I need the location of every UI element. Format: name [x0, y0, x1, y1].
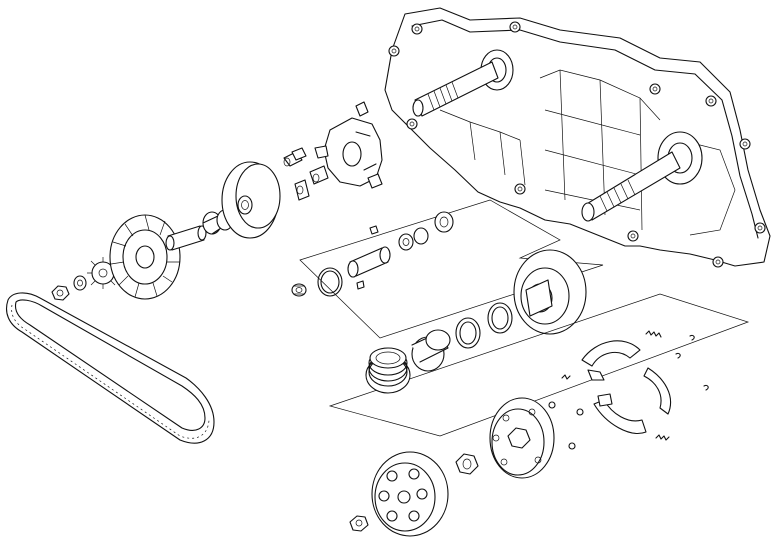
crankcase-cover [384, 7, 771, 268]
shoe-spring-3 [561, 374, 571, 380]
driven-group-outline [299, 199, 604, 339]
clutch-nut [455, 453, 479, 475]
movable-drive-face [221, 161, 281, 239]
front-washer [73, 275, 87, 291]
snap-ring [317, 267, 343, 297]
drive-belt [5, 292, 215, 444]
variator-rollers [283, 147, 329, 201]
clutch-shoe-assembly [455, 330, 709, 479]
clutch-shoe-upper [581, 340, 641, 367]
front-variator-assembly [51, 101, 383, 301]
spring-seat [411, 329, 451, 372]
clutch-shoe-lower [593, 399, 647, 434]
oil-seal [398, 233, 414, 251]
torque-spring [365, 347, 411, 394]
clutch-bell [349, 451, 449, 537]
driven-face [513, 249, 587, 335]
front-nut [51, 285, 70, 301]
driven-pulley-group [291, 199, 604, 339]
guide-sleeve [347, 246, 391, 278]
clip-1 [689, 334, 695, 341]
bell-nut [349, 515, 369, 532]
clutch-shoe-right [643, 367, 672, 415]
seal-ring-1 [455, 317, 481, 349]
ramp-plate [314, 101, 383, 189]
clip-3 [703, 384, 709, 391]
clutch-spring-group [328, 293, 750, 437]
clutch-drive-plate [489, 397, 555, 479]
clip-2 [675, 352, 681, 359]
bearing [434, 211, 454, 233]
clutch-group-outline [328, 293, 750, 437]
shoe-spring-2 [655, 434, 670, 441]
o-ring [413, 227, 429, 245]
variator-sleeve [165, 225, 207, 251]
shoe-spring-1 [645, 330, 662, 338]
needle-bearing [291, 283, 307, 297]
seal-ring-2 [487, 302, 513, 334]
variator-fan-drive-face [109, 214, 181, 300]
